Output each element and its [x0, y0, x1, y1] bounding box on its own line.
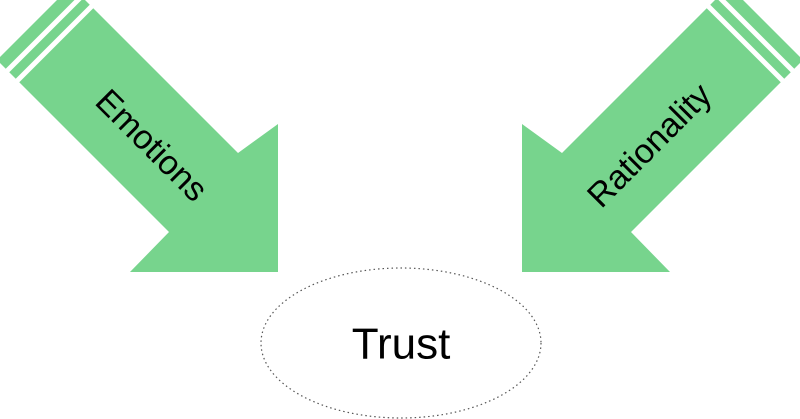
trust-ellipse [260, 267, 542, 419]
rationality-arrow-stripe-1 [718, 0, 798, 76]
emotions-arrow-stripe-1 [2, 0, 82, 76]
emotions-arrow: Emotions [0, 0, 278, 272]
trust-node: Trust [260, 267, 542, 419]
rationality-arrow-shape [522, 0, 800, 272]
emotions-arrow-shape [0, 0, 278, 272]
emotions-arrow-stripe-2 [12, 0, 98, 86]
rationality-arrow-stripe-2 [702, 0, 788, 86]
trust-label: Trust [352, 320, 451, 369]
rationality-arrow: Rationality [522, 0, 800, 272]
